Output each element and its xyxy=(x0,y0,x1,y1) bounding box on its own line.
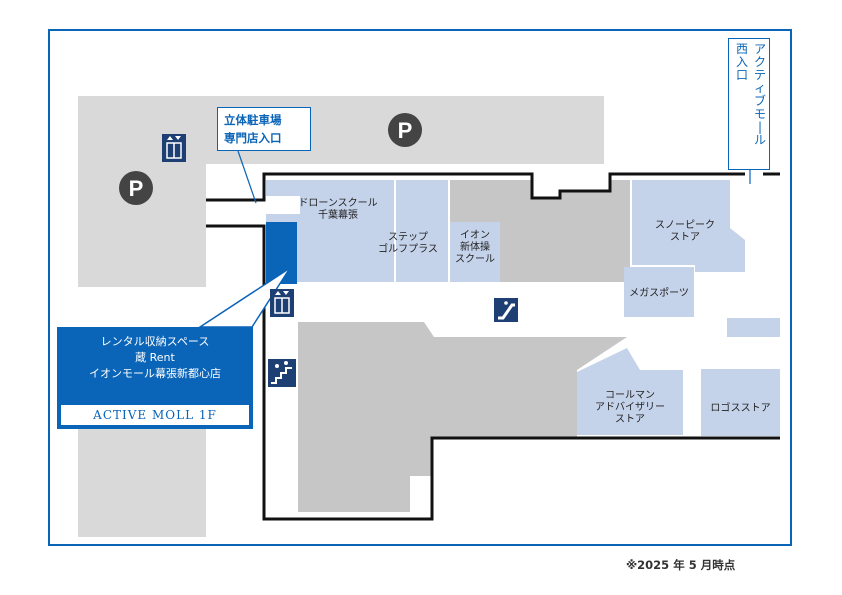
parking-entrance-line2: 専門店入口 xyxy=(224,131,282,145)
shop-step-golf xyxy=(396,180,448,282)
parking-icon: P xyxy=(119,171,153,205)
west-entrance-char: モ xyxy=(753,107,766,121)
west-entrance-col2: 西入口 xyxy=(735,43,749,82)
callout-floor-label: ACTIVE MOLL 1F xyxy=(61,405,249,425)
shop-small-east xyxy=(727,318,780,337)
shop-label-step-text: ステップ ゴルフプラス xyxy=(378,232,438,255)
shop-label-coleman: コールマン アドバイザリー ストア xyxy=(580,390,680,426)
west-entrance-char: テ xyxy=(753,68,766,82)
parking-entrance-line1: 立体駐車場 xyxy=(224,113,282,127)
shop-label-step: ステップ ゴルフプラス xyxy=(360,232,456,256)
shop-label-megasports-text: メガスポーツ xyxy=(629,288,689,299)
elevator-icon xyxy=(162,134,186,162)
entrance-gap xyxy=(262,196,300,214)
west-entrance-col1: アクティブモ|ル xyxy=(753,43,767,147)
shop-label-snowpeak: スノーピーク ストア xyxy=(640,220,730,244)
west-entrance-char: 入 xyxy=(735,55,748,69)
shop-label-drone: ドローンスクール 千葉幕張 xyxy=(293,198,383,222)
parking-icon-glyph: P xyxy=(398,118,413,143)
building-walls xyxy=(206,172,780,521)
callout-line2: 蔵 Rent xyxy=(135,351,175,364)
escalator-icon xyxy=(494,298,518,322)
shop-logos xyxy=(701,369,780,436)
shop-aeon-gym xyxy=(450,222,500,282)
callout-text: レンタル収納スペース 蔵 Rent イオンモール幕張新都心店 xyxy=(58,328,252,382)
parking-entrance-label: 立体駐車場 専門店入口 xyxy=(217,107,311,151)
west-entrance-char: | xyxy=(757,120,763,134)
shop-label-coleman-text: コールマン アドバイザリー ストア xyxy=(595,390,665,425)
shop-label-aeon: イオン 新体操 スクール xyxy=(446,230,504,266)
shop-label-logos: ロゴスストア xyxy=(701,403,780,415)
parking-icon: P xyxy=(388,113,422,147)
stairs-icon xyxy=(268,359,296,387)
west-entrance-char: ブ xyxy=(753,94,766,108)
shop-label-snowpeak-text: スノーピーク ストア xyxy=(655,220,715,243)
west-entrance-char: 口 xyxy=(735,68,748,82)
west-entrance-char: ク xyxy=(753,55,766,69)
west-entrance-label: アクティブモ|ル 西入口 xyxy=(728,38,770,170)
shop-label-drone-text: ドローンスクール 千葉幕張 xyxy=(298,198,378,221)
west-entrance-char: 西 xyxy=(735,42,748,56)
shop-label-megasports: メガスポーツ xyxy=(618,288,700,300)
shop-snowpeak xyxy=(632,180,745,272)
parking-area-southwest xyxy=(78,427,206,537)
entrance-pointer-line xyxy=(237,150,257,204)
shop-coleman xyxy=(577,348,683,435)
callout-line3: イオンモール幕張新都心店 xyxy=(89,367,221,380)
shop-megasports xyxy=(624,267,694,317)
date-note: ※2025 年 5 月時点 xyxy=(626,558,736,572)
common-area-south xyxy=(298,322,627,512)
shop-label-logos-text: ロゴスストア xyxy=(710,403,771,414)
west-entrance-char: ア xyxy=(753,42,766,56)
west-entrance-char: ィ xyxy=(753,81,766,95)
west-entrance-char: ル xyxy=(753,133,766,147)
callout-line1: レンタル収納スペース xyxy=(100,335,210,348)
rental-storage-callout: レンタル収納スペース 蔵 Rent イオンモール幕張新都心店 ACTIVE MO… xyxy=(57,327,253,429)
elevator-icon xyxy=(270,289,294,317)
shop-label-aeon-text: イオン 新体操 スクール xyxy=(455,230,495,265)
parking-icon-glyph: P xyxy=(129,176,144,201)
